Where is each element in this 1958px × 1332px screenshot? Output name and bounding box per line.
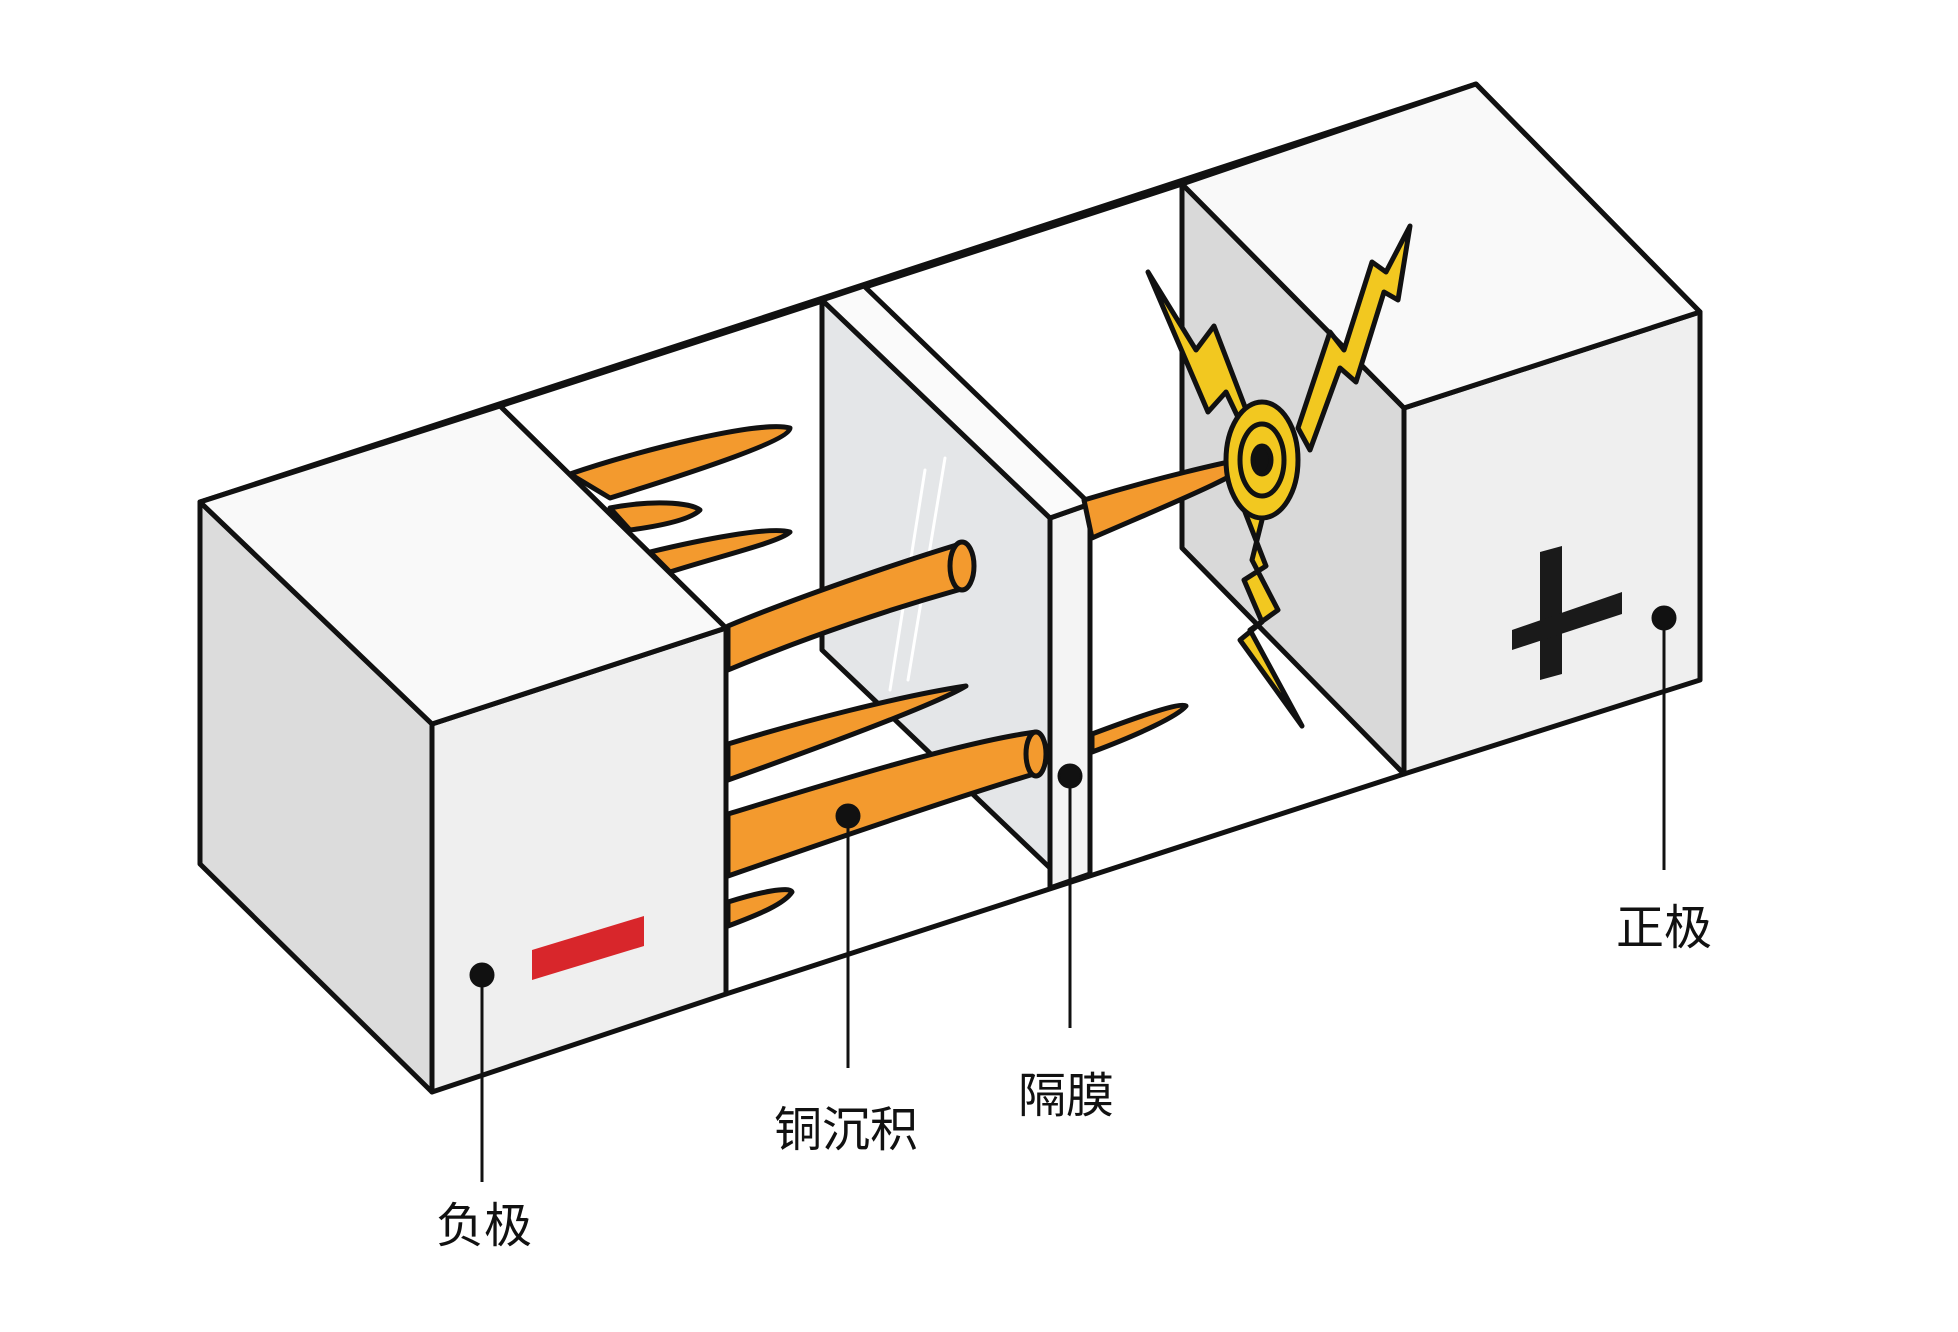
negative-top: [197, 403, 729, 727]
negative-electrode-label: 负极: [436, 1198, 532, 1254]
dendrite-tip: [947, 539, 977, 593]
copper-dendrite: [607, 500, 703, 533]
copper-dendrite: [647, 528, 793, 575]
dendrite-tip: [1023, 729, 1049, 779]
lightning-spark-icon: [1295, 223, 1413, 453]
separator-label: 隔膜: [1018, 1068, 1114, 1124]
copper-dendrite: [725, 887, 795, 929]
minus-sign-icon: [532, 916, 644, 980]
copper-dendrite: [567, 424, 793, 501]
plus-sign-icon: [1512, 546, 1622, 680]
copper-dendrite: [1089, 702, 1189, 755]
spark-ring-inner: [1250, 443, 1274, 477]
copper-deposition-label: 铜沉积: [774, 1102, 918, 1158]
positive-electrode-label: 正极: [1616, 900, 1712, 956]
copper-dendrite: [725, 683, 969, 783]
